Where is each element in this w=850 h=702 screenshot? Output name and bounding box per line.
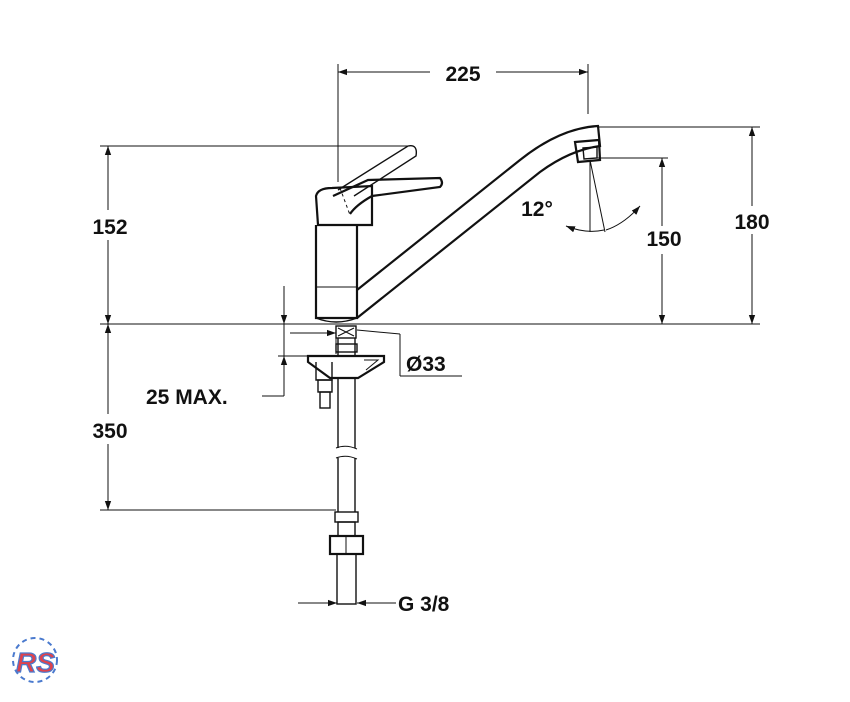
dimension-lever-height: 152	[80, 145, 410, 324]
overall-height-label: 180	[734, 211, 769, 234]
faucet-body	[314, 124, 602, 323]
dimension-swivel-angle: 12°	[521, 159, 641, 233]
hose-length-label: 350	[92, 420, 127, 443]
dimension-hose-length: 350	[80, 324, 336, 511]
dimension-worktop-thickness: 25 MAX.	[146, 286, 310, 409]
lever-height-label: 152	[92, 216, 127, 239]
dimension-connection-thread: G 3/8	[298, 593, 450, 616]
spout-reach-label: 225	[445, 63, 480, 86]
worktop-thickness-label: 25 MAX.	[146, 386, 228, 409]
spout-height-label: 150	[646, 228, 681, 251]
hole-diameter-label: Ø33	[406, 353, 446, 376]
rs-logo: RS	[12, 637, 58, 683]
dimension-hole-diameter: Ø33	[290, 329, 462, 377]
lever	[332, 145, 444, 216]
swivel-angle-label: 12°	[521, 198, 553, 221]
mounting-hardware	[306, 325, 386, 605]
dimension-overall-height: 180	[598, 126, 778, 324]
rs-logo-mark	[12, 637, 58, 683]
dimension-spout-reach: 225	[337, 58, 589, 182]
dimension-spout-height: 150	[596, 157, 690, 324]
connection-thread-label: G 3/8	[398, 593, 450, 616]
rs-logo-text: RS	[16, 647, 55, 678]
